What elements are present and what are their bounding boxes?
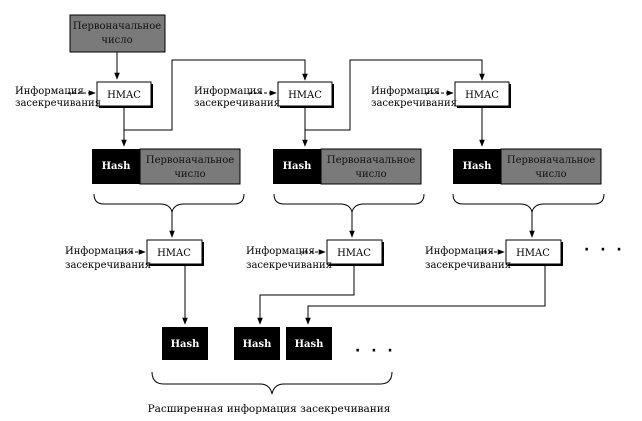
brace-pair1 [93,193,245,213]
seed-box-pair2-line2: число [355,169,386,180]
final-hash-1-label: Hash [171,339,201,350]
final-hash-2-label: Hash [243,339,273,350]
seed-box-top-line2: число [101,35,132,46]
info-label-6a: Информация [425,246,494,257]
info-label-3b: засекречивания [371,98,457,109]
hmac-box-1-label: HMAC [107,90,141,101]
hmac-box-5-label: HMAC [337,248,371,259]
ellipsis-bottom: · · · [355,343,396,359]
final-hash-3-label: Hash [295,339,325,350]
final-hash-1 [162,327,208,360]
seed-box-top [69,14,166,53]
seed-box-pair3 [500,148,602,185]
hash-box-pair1 [92,149,140,184]
hash-box-pair1-label: Hash [102,161,132,172]
seed-box-pair1-line1: Первоначальное [146,155,234,166]
info-label-6b: засекречивания [425,260,511,271]
info-label-4a: Информация [65,246,134,257]
caption: Расширенная информация засекречивания [148,403,391,415]
seed-box-top-line1: Первоначальное [73,21,161,32]
hmac-box-4-label: HMAC [157,248,191,259]
info-label-3a: Информация [371,86,440,97]
final-hash-2 [234,327,280,360]
seed-box-pair2-line1: Первоначальное [327,155,415,166]
hmac-box-6 [505,239,562,265]
brace-pair3 [452,193,605,213]
hash-box-pair2 [273,149,321,184]
hash-box-pair2-label: Hash [283,161,313,172]
seed-box-pair3-line1: Первоначальное [507,155,595,166]
seed-box-pair1 [139,148,241,185]
feedback-2-to-3 [305,59,485,131]
seed-box-pair1-line2: число [174,169,205,180]
seed-box-pair3-line2: число [535,169,566,180]
info-label-4b: засекречивания [65,260,151,271]
hmac-box-1 [96,81,152,107]
info-label-5b: засекречивания [246,260,332,271]
info-label-5a: Информация [246,246,315,257]
hmac-box-2 [277,81,333,107]
ellipsis-right: · · · [584,242,625,258]
feedback-1-to-2 [124,59,308,131]
info-label-1a: Информация [15,86,84,97]
seed-box-pair2 [320,148,422,185]
hmac-box-3-label: HMAC [465,90,499,101]
brace-pair2 [273,193,425,213]
info-label-2b: засекречивания [194,98,280,109]
arrow-hmac6-to-hash [305,264,546,325]
brace-bottom [151,371,393,395]
hmac-box-2-label: HMAC [288,90,322,101]
hmac-box-6-label: HMAC [516,248,550,259]
info-label-1b: засекречивания [15,98,101,109]
hash-box-pair3 [453,149,501,184]
info-label-2a: Информация [194,86,263,97]
hmac-box-5 [326,239,383,265]
final-hash-3 [286,327,332,360]
hash-box-pair3-label: Hash [463,161,493,172]
arrow-hmac5-to-hash [257,264,355,325]
